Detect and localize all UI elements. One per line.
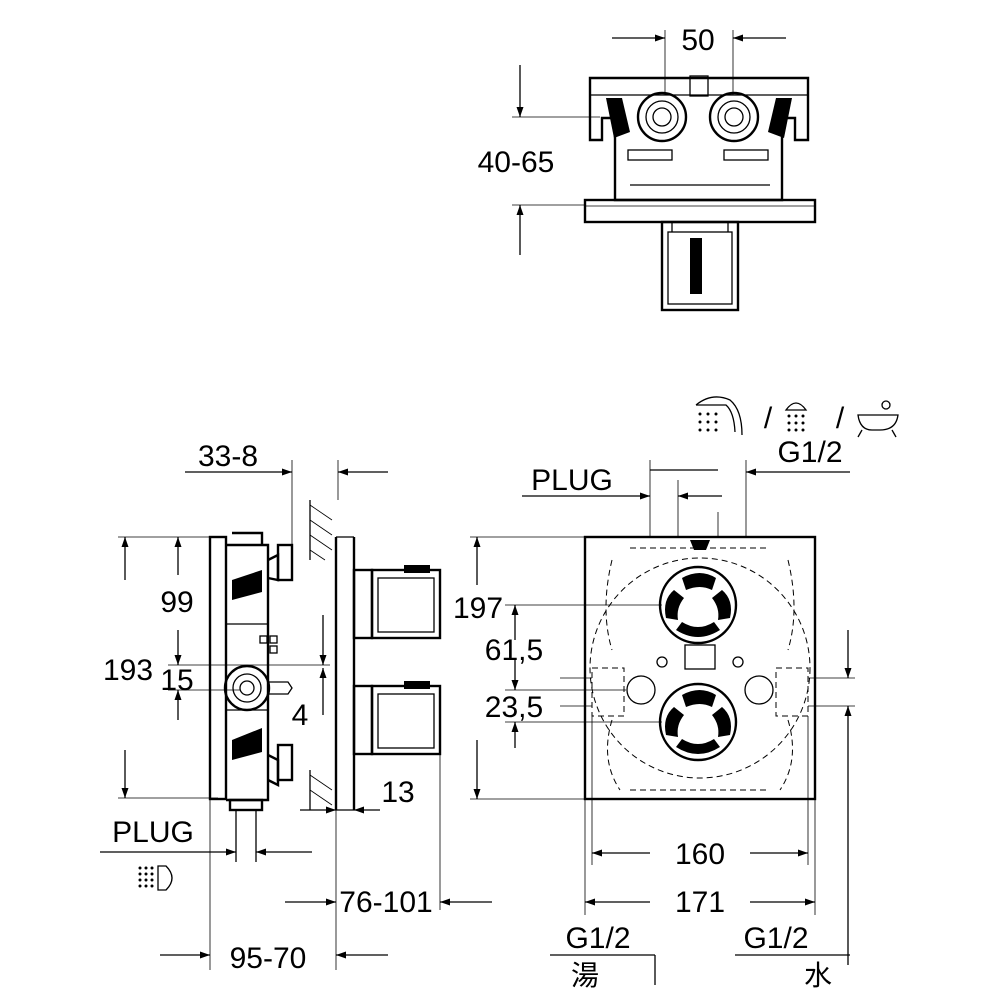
- side-plug-label: PLUG: [112, 816, 194, 849]
- dim-193: 193: [103, 654, 153, 687]
- side-view: 33-8 193 99 15 4: [100, 440, 492, 975]
- dim-4: 4: [292, 699, 309, 732]
- valve-body-side: [208, 531, 442, 862]
- dim-40-65: 40-65: [478, 146, 555, 179]
- top-view: 50 40-65: [478, 24, 817, 312]
- lower-handle: [658, 682, 738, 762]
- cold-label: 水: [804, 959, 832, 992]
- hot-label: 湯: [571, 959, 599, 992]
- cold-thread-label: G1/2: [743, 922, 808, 955]
- top-view-body: [583, 75, 817, 312]
- icon-separator-1: /: [764, 402, 773, 435]
- hot-thread-label: G1/2: [565, 922, 630, 955]
- front-plug-label: PLUG: [531, 464, 613, 497]
- dim-160: 160: [675, 838, 725, 871]
- shower-head-icon: [784, 402, 808, 432]
- dim-76-101: 76-101: [339, 886, 432, 919]
- dim-99: 99: [160, 586, 193, 619]
- upper-handle: [658, 565, 738, 645]
- icon-separator-2: /: [836, 402, 845, 435]
- dim-33-8: 33-8: [198, 440, 258, 473]
- hand-shower-icon: [138, 865, 173, 891]
- bathtub-icon: [857, 400, 899, 438]
- wall-section: [309, 500, 333, 810]
- outlet-thread-label: G1/2: [777, 436, 842, 469]
- dim-61-5: 61,5: [485, 634, 543, 667]
- front-view: / / PLUG G1/2: [453, 396, 899, 992]
- dim-13: 13: [381, 776, 414, 809]
- dim-95-70: 95-70: [230, 942, 307, 975]
- dim-197: 197: [453, 592, 503, 625]
- mounting-box-outline: [589, 540, 811, 791]
- dim-15: 15: [160, 664, 193, 697]
- dim-171: 171: [675, 886, 725, 919]
- bath-spout-icon: [695, 396, 743, 436]
- dim-50: 50: [681, 24, 714, 57]
- cover-plate: [583, 535, 817, 801]
- dim-23-5: 23,5: [485, 691, 543, 724]
